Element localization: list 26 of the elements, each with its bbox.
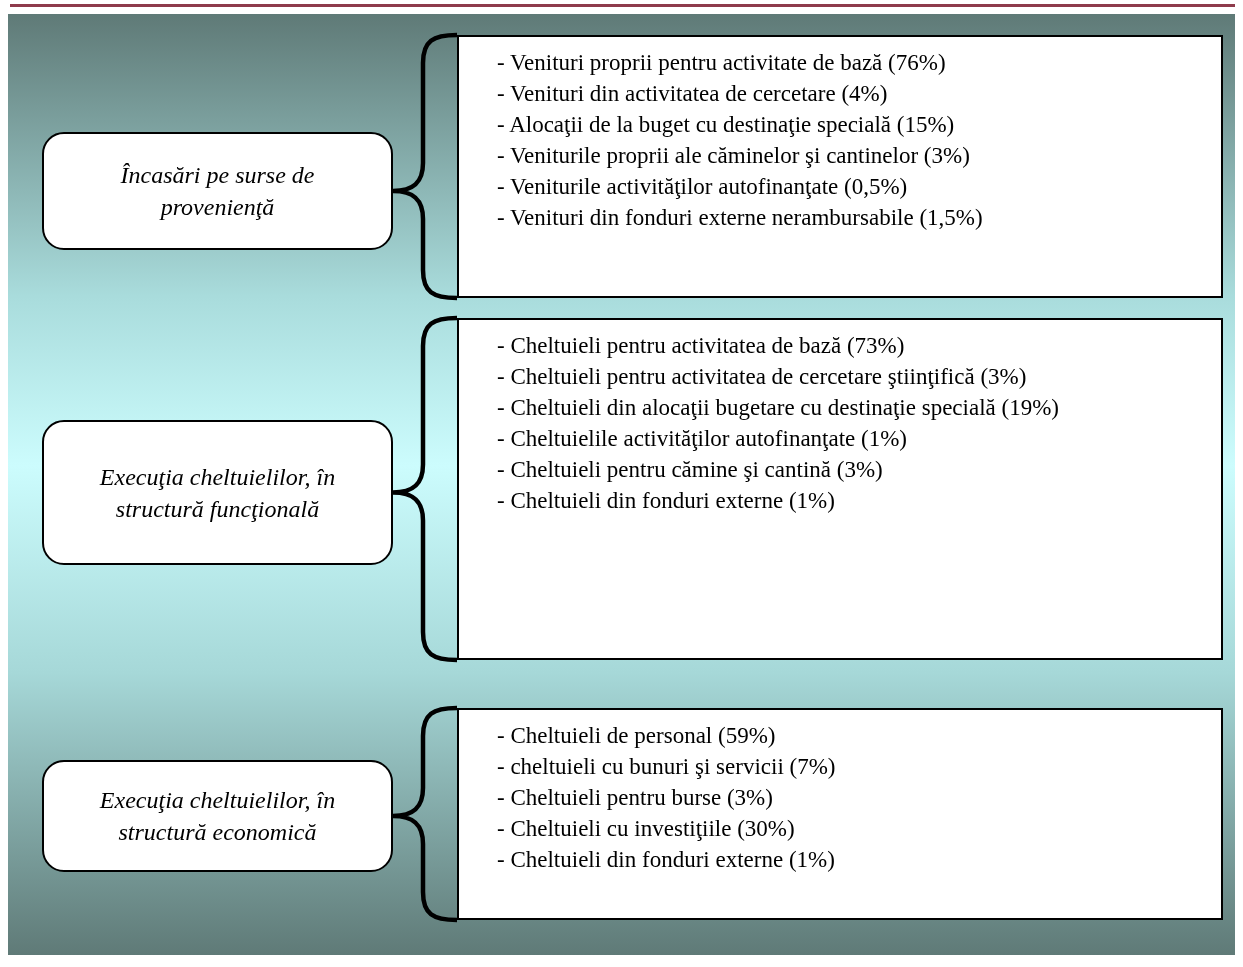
list-item: - Cheltuieli cu investiţiile (30%) <box>497 815 796 843</box>
list-box <box>457 708 1223 920</box>
list-box <box>457 35 1223 298</box>
list-item: - Cheltuieli pentru cămine şi cantină (3%) <box>497 456 884 484</box>
category-label: Încasări pe surse de provenienţă <box>119 161 316 222</box>
list-item: - Venituri din fonduri externe nerambursabile (1,5%) <box>497 204 984 232</box>
category-box <box>42 760 393 872</box>
category-label: Execuţia cheltuielilor, în structură funcţională <box>98 462 337 524</box>
list-item: - Cheltuieli din fonduri externe (1%) <box>497 487 836 515</box>
list-item: - Cheltuieli din fonduri externe (1%) <box>497 846 836 874</box>
list-box <box>457 318 1223 660</box>
list-item: - Cheltuieli de personal (59%) <box>497 722 777 750</box>
list-item: - Alocaţii de la buget cu destinaţie specială (15%) <box>497 111 956 139</box>
category-box <box>42 132 393 250</box>
list-item: - Veniturile proprii ale căminelor şi cantinelor (3%) <box>497 142 971 170</box>
category-label: Execuţia cheltuielilor, în structură economică <box>98 786 337 847</box>
list-item: - Cheltuieli pentru activitatea de bază (73%) <box>497 332 906 360</box>
category-box <box>42 420 393 565</box>
list-item: - Veniturile activităţilor autofinanţate (0,5%) <box>497 173 909 201</box>
list-item: - Venituri proprii pentru activitate de bază (76%) <box>497 49 947 77</box>
list-item: - Venituri din activitatea de cercetare (4%) <box>497 80 889 108</box>
list-item: - Cheltuielile activităţilor autofinanţate (1%) <box>497 425 908 453</box>
list-item: - Cheltuieli din alocaţii bugetare cu destinaţie specială (19%) <box>497 394 1060 422</box>
list-item: - cheltuieli cu bunuri şi servicii (7%) <box>497 753 837 781</box>
list-item: - Cheltuieli pentru burse (3%) <box>497 784 774 812</box>
list-item: - Cheltuieli pentru activitatea de cercetare ştiinţifică (3%) <box>497 363 1028 391</box>
